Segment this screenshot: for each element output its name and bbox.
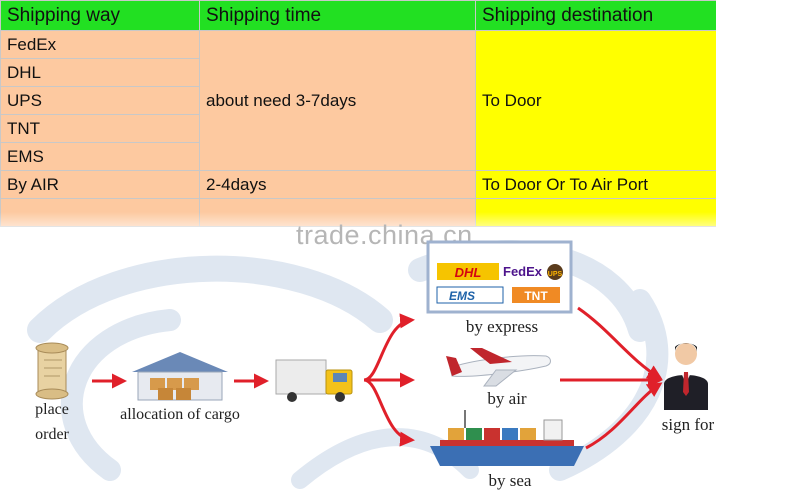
ship-icon [430, 410, 584, 466]
airplane-icon [446, 348, 551, 387]
carrier-fedex: FedEx [0, 30, 200, 59]
businessman-icon [664, 343, 708, 410]
truck-icon [275, 359, 353, 402]
tnt-logo-text: TNT [524, 289, 548, 303]
scroll-icon [35, 342, 69, 400]
carrier-ems: EMS [0, 142, 200, 171]
table-row: EMS [0, 142, 717, 171]
arrow-icon [585, 382, 663, 450]
table-row: DHL [0, 58, 717, 87]
place-label: place [35, 401, 69, 418]
table-row: UPS [0, 86, 717, 115]
carrier-tnt: TNT [0, 114, 200, 143]
arrow-icon [577, 306, 663, 380]
by-air-label: by air [487, 389, 527, 408]
table-row: TNT [0, 114, 717, 143]
carrier-dhl: DHL [0, 58, 200, 87]
air-destination-cell: To Door Or To Air Port [475, 170, 716, 199]
by-express-label: by express [466, 317, 538, 336]
table-row: FedEx about need 3-7days To Door [0, 30, 716, 171]
table-header-row: Shipping way Shipping time Shipping dest… [0, 0, 716, 31]
arrow-icon [363, 313, 415, 382]
dhl-logo-text: DHL [455, 265, 482, 280]
order-label: order [35, 426, 69, 443]
fedex-logo: FedEx [503, 264, 543, 279]
table-row: By AIR 2-4days To Door Or To Air Port [0, 170, 716, 199]
allocation-label: allocation of cargo [120, 406, 240, 423]
express-time-cell: about need 3-7days [199, 30, 476, 171]
ups-logo [547, 264, 563, 280]
air-way-cell: By AIR [0, 170, 200, 199]
table-fade [0, 212, 716, 238]
carrier-ups: UPS [0, 86, 200, 115]
sign-for-label: sign for [662, 415, 715, 434]
dhl-logo [437, 263, 499, 280]
express-destination-cell: To Door [475, 30, 716, 171]
tnt-logo [512, 287, 560, 303]
ems-logo [436, 286, 504, 304]
warehouse-icon [132, 352, 228, 401]
ems-logo-text: EMS [449, 289, 475, 303]
express-logos-box: DHL FedEx UPS EMS TNT [426, 240, 573, 314]
ups-logo-text: UPS [548, 271, 563, 278]
header-shipping-way: Shipping way [0, 0, 200, 31]
shipping-table-container: Shipping way Shipping time Shipping dest… [0, 0, 716, 238]
arrow-icon [363, 378, 415, 447]
by-sea-label: by sea [489, 471, 532, 490]
